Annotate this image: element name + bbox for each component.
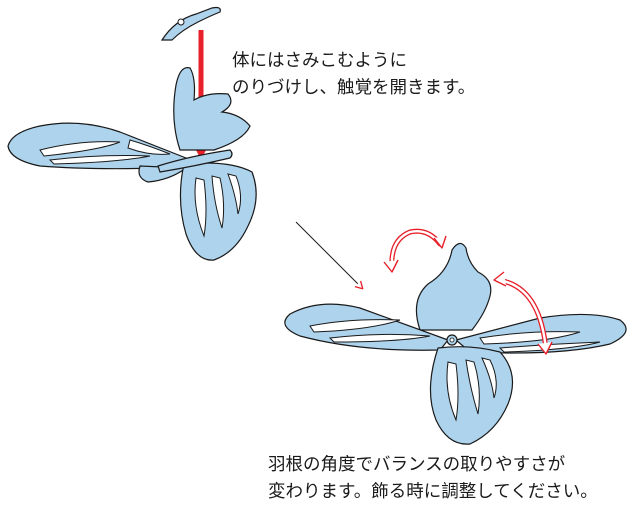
instruction-step2-line2: 変わります。飾る時に調整してください。 (268, 482, 598, 502)
instruction-step2-line1: 羽根の角度でバランスの取りやすさが (268, 455, 566, 475)
body (157, 149, 233, 173)
butterfly-step2 (284, 242, 627, 445)
instruction-step1-line2: のりづけし、触覚を開きます。 (232, 78, 476, 98)
instruction-step1-line1: 体にはさみこむように (232, 51, 407, 71)
instruction-step1: 体にはさみこむように のりづけし、触覚を開きます。 (232, 48, 475, 102)
instruction-step2: 羽根の角度でバランスの取りやすさが 変わります。飾る時に調整してください。 (268, 452, 598, 506)
step-arrow (295, 221, 364, 290)
antenna-piece (160, 6, 221, 41)
upper-right-wing (173, 67, 251, 151)
upper-wing (415, 242, 492, 331)
butterfly-step1 (7, 6, 257, 261)
